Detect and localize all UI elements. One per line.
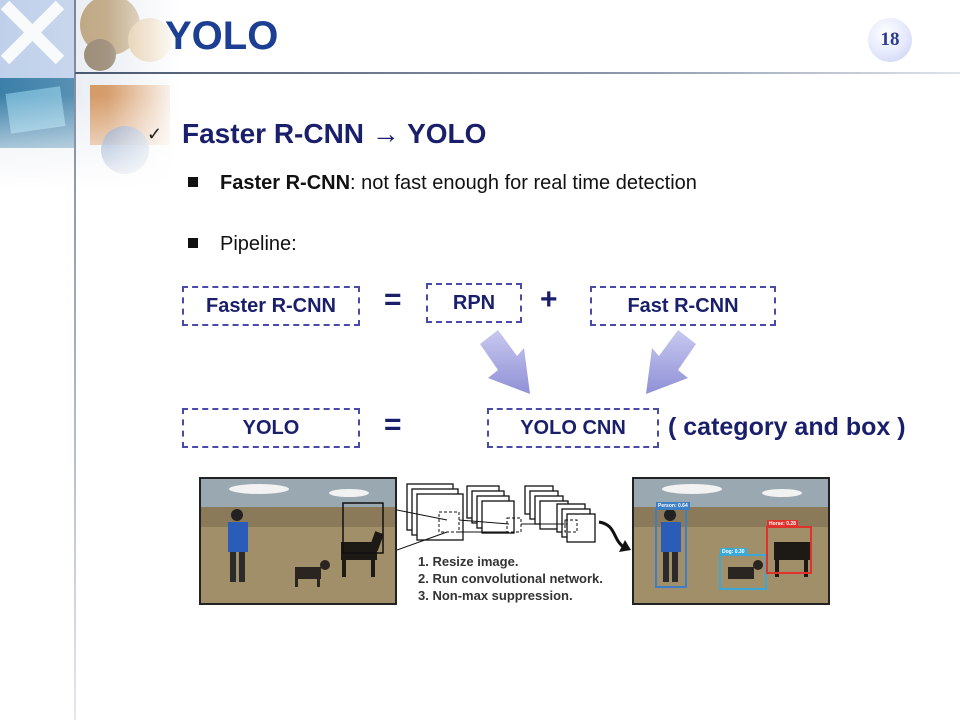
- detection-label: Horse: 0.28: [767, 520, 798, 528]
- merge-arrows-icon: [480, 330, 696, 394]
- header-collage-image: [0, 0, 180, 190]
- rpn-box: RPN: [426, 283, 522, 323]
- bullet-text: : not fast enough for real time detectio…: [350, 172, 697, 194]
- conv-network-diagram: [397, 483, 631, 552]
- step-text: 2. Run convolutional network.: [418, 571, 603, 586]
- slide-heading: Faster R-CNN → YOLO: [182, 118, 487, 149]
- output-note: ( category and box ): [668, 413, 906, 441]
- bullet-bold-text: Faster R-CNN: [220, 172, 351, 194]
- faster-rcnn-box: Faster R-CNN: [182, 286, 360, 326]
- bullet-item: Faster R-CNN: not fast enough for real t…: [220, 172, 697, 195]
- detection-label: Dog: 0.30: [720, 548, 747, 556]
- detection-label: Person: 0.64: [656, 502, 690, 510]
- square-bullet-icon: [188, 177, 198, 187]
- fast-rcnn-box: Fast R-CNN: [590, 286, 776, 326]
- step-text: 3. Non-max suppression.: [418, 588, 573, 603]
- bullet-text: Pipeline:: [220, 233, 297, 255]
- input-photo-image: [199, 477, 397, 605]
- yolo-cnn-box: YOLO CNN: [487, 408, 659, 448]
- left-divider-line: [74, 0, 76, 720]
- output-photo-image: Person: 0.64 Dog: 0.30 Horse: 0.28: [632, 477, 830, 605]
- equals-sign: =: [384, 408, 402, 441]
- yolo-box: YOLO: [182, 408, 360, 448]
- page-title: YOLO: [165, 14, 279, 58]
- header-divider-line: [75, 72, 960, 74]
- checkmark-icon: ✓: [147, 124, 163, 144]
- equals-sign: =: [384, 283, 402, 316]
- step-text: 1. Resize image.: [418, 554, 519, 569]
- page-number-badge: 18: [868, 18, 912, 62]
- plus-sign: +: [540, 283, 558, 316]
- square-bullet-icon: [188, 238, 198, 248]
